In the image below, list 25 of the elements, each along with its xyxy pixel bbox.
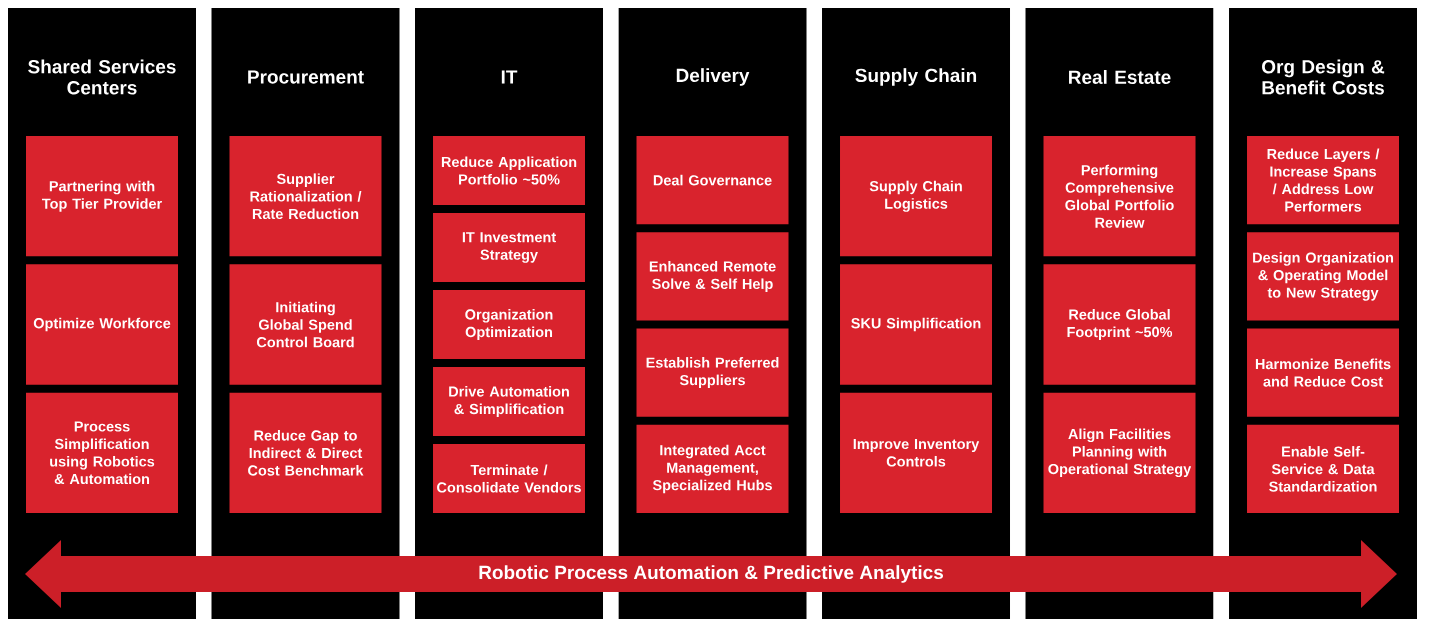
action-box: Improve Inventory Controls [840, 392, 992, 513]
action-box: IT Investment Strategy [433, 213, 585, 282]
action-box: SKU Simplification [840, 264, 992, 385]
action-box: Performing Comprehensive Global Portfolio Review [1043, 136, 1196, 257]
action-box: Establish Preferred Suppliers [636, 328, 789, 417]
action-box: Deal Governance [636, 136, 789, 225]
action-box: Enhanced Remote Solve & Self Help [636, 232, 789, 321]
action-box: Supply Chain Logistics [840, 136, 992, 257]
action-box: Organization Optimization [433, 290, 585, 359]
action-box: Reduce Global Footprint ~50% [1043, 264, 1196, 385]
action-box: Enable Self-Service & Data Standardization [1247, 424, 1399, 513]
action-box: Design Organization & Operating Model to New Strategy [1247, 232, 1399, 321]
action-box: Integrated Acct Management, Specialized Hubs [636, 424, 789, 513]
action-box: Harmonize Benefits and Reduce Cost [1247, 328, 1399, 417]
action-box: Optimize Workforce [26, 264, 178, 385]
action-box: Reduce Application Portfolio ~50% [433, 136, 585, 205]
action-box: Process Simplification using Robotics & Automation [26, 392, 178, 513]
action-box: Reduce Gap to Indirect & Direct Cost Benchmark [229, 392, 382, 513]
action-box: Supplier Rationalization / Rate Reduction [229, 136, 382, 257]
action-box: Terminate / Consolidate Vendors [433, 444, 585, 513]
action-box: Partnering with Top Tier Provider [26, 136, 178, 257]
action-box: Reduce Layers / Increase Spans / Address Low Performers [1247, 136, 1399, 225]
action-box: Drive Automation & Simplification [433, 367, 585, 436]
action-box: Align Facilities Planning with Operational Strategy [1043, 392, 1196, 513]
action-box: Initiating Global Spend Control Board [229, 264, 382, 385]
